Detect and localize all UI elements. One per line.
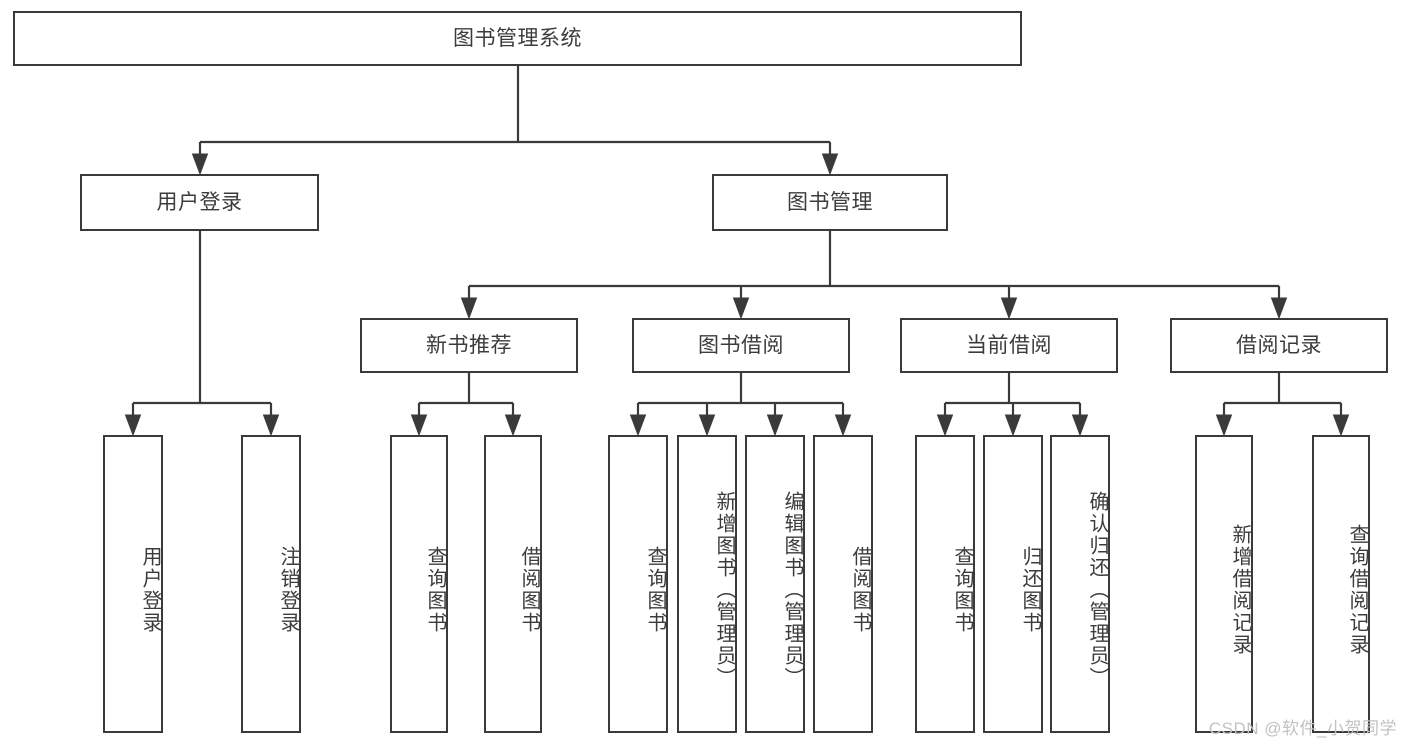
- arrowhead: [1071, 414, 1089, 437]
- edge-group-borrow-record: [1215, 373, 1350, 437]
- node-label: 图书管理系统: [453, 26, 582, 50]
- node-label: 用户登录: [156, 190, 243, 214]
- node-book-manage[interactable]: 图书管理: [712, 174, 948, 231]
- edge-group-root: [191, 66, 839, 176]
- arrowhead: [1332, 414, 1350, 437]
- arrowhead: [410, 414, 428, 437]
- arrowhead: [698, 414, 716, 437]
- node-leaf-query-book-nbr[interactable]: 查询图书: [390, 435, 448, 733]
- node-leaf-query-book-bb[interactable]: 查询图书: [608, 435, 668, 733]
- arrowhead: [629, 414, 647, 437]
- edge-group-user-login: [124, 231, 280, 437]
- node-label: 查询图书: [644, 546, 666, 634]
- edge-group-current-borrow: [936, 373, 1089, 437]
- arrowhead: [766, 414, 784, 437]
- arrowhead: [732, 297, 750, 320]
- arrowhead: [821, 153, 839, 176]
- node-leaf-borrow-book-nbr[interactable]: 借阅图书: [484, 435, 542, 733]
- node-label: 图书借阅: [698, 333, 784, 357]
- node-leaf-confirm-return-admin[interactable]: 确认归还（管理员）: [1050, 435, 1110, 733]
- node-label: 注销登录: [277, 546, 299, 634]
- node-current-borrow[interactable]: 当前借阅: [900, 318, 1118, 373]
- node-new-book-recommend[interactable]: 新书推荐: [360, 318, 578, 373]
- node-leaf-logout[interactable]: 注销登录: [241, 435, 301, 733]
- node-label: 查询图书: [951, 546, 973, 634]
- node-label: 查询图书: [424, 546, 446, 634]
- node-leaf-borrow-book-bb[interactable]: 借阅图书: [813, 435, 873, 733]
- node-user-login[interactable]: 用户登录: [80, 174, 319, 231]
- arrowhead: [1215, 414, 1233, 437]
- edge-group-book-borrow: [629, 373, 852, 437]
- arrowhead: [834, 414, 852, 437]
- node-leaf-query-book-cb[interactable]: 查询图书: [915, 435, 975, 733]
- node-label: 借阅图书: [518, 546, 540, 634]
- node-label: 借阅图书: [849, 546, 871, 634]
- arrowhead: [1270, 297, 1288, 320]
- watermark: CSDN @软件_小贺同学: [1208, 719, 1397, 738]
- arrowhead: [262, 414, 280, 437]
- node-label: 当前借阅: [966, 333, 1052, 357]
- edge-group-book-manage: [460, 231, 1288, 320]
- arrowhead: [504, 414, 522, 437]
- node-leaf-add-book-admin[interactable]: 新增图书（管理员）: [677, 435, 737, 733]
- node-label: 查询借阅记录: [1346, 524, 1368, 656]
- node-label: 用户登录: [139, 546, 161, 634]
- node-root[interactable]: 图书管理系统: [13, 11, 1022, 66]
- node-label: 编辑图书（管理员）: [781, 491, 803, 689]
- arrowhead: [1000, 297, 1018, 320]
- node-book-borrow[interactable]: 图书借阅: [632, 318, 850, 373]
- node-label: 新书推荐: [426, 333, 512, 357]
- arrowhead: [124, 414, 142, 437]
- node-leaf-query-borrow-record[interactable]: 查询借阅记录: [1312, 435, 1370, 733]
- node-label: 确认归还（管理员）: [1086, 491, 1108, 689]
- arrowhead: [460, 297, 478, 320]
- node-leaf-user-login[interactable]: 用户登录: [103, 435, 163, 733]
- node-leaf-edit-book-admin[interactable]: 编辑图书（管理员）: [745, 435, 805, 733]
- node-label: 新增图书（管理员）: [713, 491, 735, 689]
- node-label: 图书管理: [787, 190, 873, 214]
- node-label: 借阅记录: [1236, 333, 1322, 357]
- arrowhead: [936, 414, 954, 437]
- arrowhead: [191, 153, 209, 176]
- node-label: 新增借阅记录: [1229, 524, 1251, 656]
- node-label: 归还图书: [1019, 546, 1041, 634]
- edge-group-new-book-recommend: [410, 373, 522, 437]
- node-leaf-return-book[interactable]: 归还图书: [983, 435, 1043, 733]
- arrowhead: [1004, 414, 1022, 437]
- node-leaf-add-borrow-record[interactable]: 新增借阅记录: [1195, 435, 1253, 733]
- node-borrow-record[interactable]: 借阅记录: [1170, 318, 1388, 373]
